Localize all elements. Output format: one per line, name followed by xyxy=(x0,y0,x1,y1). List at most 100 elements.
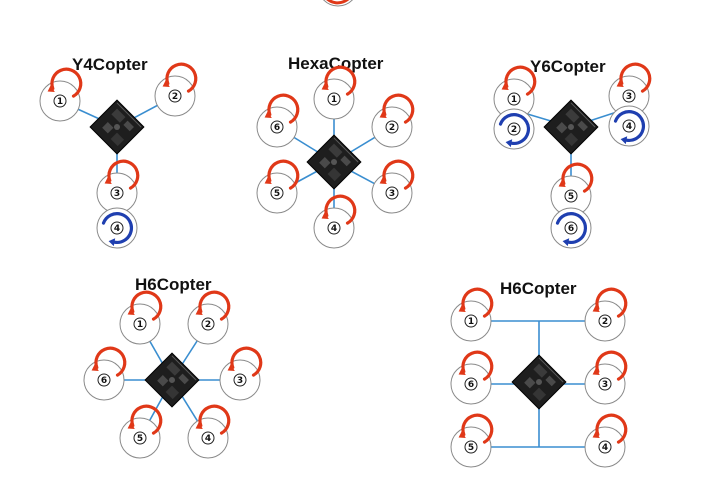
rotor-4: 4 xyxy=(187,404,231,459)
rotor-1-number-badge xyxy=(53,94,67,108)
rotor-6-number: 6 xyxy=(101,376,107,386)
arrowhead-icon xyxy=(91,364,99,371)
cw-rotation-arrow-icon xyxy=(561,162,594,193)
arrowhead-icon xyxy=(592,368,600,375)
rotor-3-number: 3 xyxy=(237,376,243,386)
rotor-5-number-badge xyxy=(133,431,147,445)
title-h6copter-x: H6Copter xyxy=(135,275,212,294)
diagram-h6copter-h: 1 2 3 4 5 6 xyxy=(450,287,628,468)
cw-rotation-arrow-icon xyxy=(230,346,263,377)
arrowhead-icon xyxy=(458,431,466,438)
rotor-4: 4 xyxy=(608,105,650,147)
arrowhead-icon xyxy=(505,139,513,148)
rotor-5-number-badge xyxy=(564,189,578,203)
arrowhead-icon xyxy=(195,422,203,429)
rotor-4: 4 xyxy=(313,194,357,249)
rotor-2: 2 xyxy=(493,108,535,150)
rotor-3-number-badge xyxy=(233,373,247,387)
arrowhead-icon xyxy=(104,177,112,184)
rotor-2-number: 2 xyxy=(172,92,178,102)
y4copter-flight-controller-board xyxy=(89,99,145,155)
rotor-4-number: 4 xyxy=(602,443,608,453)
rotor-3-number: 3 xyxy=(602,380,608,390)
rotor-2-number: 2 xyxy=(511,125,517,135)
arrowhead-icon xyxy=(379,177,387,184)
arrowhead-icon xyxy=(195,308,203,315)
rotor-4-number-badge xyxy=(201,431,215,445)
title-hexacopter: HexaCopter xyxy=(288,54,384,73)
rotor-1-number: 1 xyxy=(57,97,63,107)
cw-rotation-arrow-icon xyxy=(382,159,415,190)
rotor-3-number: 3 xyxy=(114,189,120,199)
rotor-1-number-badge xyxy=(133,317,147,331)
rotor-5-number: 5 xyxy=(568,192,574,202)
rotor-3: 3 xyxy=(96,159,140,214)
cw-rotation-arrow-icon xyxy=(198,290,231,321)
rotor-3: 3 xyxy=(608,62,652,117)
rotor-6: 6 xyxy=(450,350,494,405)
rotor-3-number-badge xyxy=(385,186,399,200)
cw-rotation-arrow-icon xyxy=(324,65,357,96)
cw-rotation-arrow-icon xyxy=(504,65,537,96)
ccw-rotation-arrow-icon xyxy=(613,110,646,143)
cw-rotation-arrow-icon xyxy=(382,93,415,124)
rotor-1-number-badge xyxy=(327,92,341,106)
rotor-4-number: 4 xyxy=(626,122,632,132)
rotor-6-number: 6 xyxy=(468,380,474,390)
arrowhead-icon xyxy=(620,136,628,145)
arrowhead-icon xyxy=(458,305,466,312)
rotor-5-number: 5 xyxy=(468,443,474,453)
rotor-5: 5 xyxy=(450,413,494,468)
rotor-1-number: 1 xyxy=(468,317,474,327)
rotor-2-number-badge xyxy=(598,314,612,328)
cw-rotation-arrow-icon xyxy=(130,404,163,435)
rotor-1-number-badge xyxy=(464,314,478,328)
rotor-3-number-badge xyxy=(598,377,612,391)
arrowhead-icon xyxy=(227,364,235,371)
rotor-2-number: 2 xyxy=(602,317,608,327)
arrowhead-icon xyxy=(592,305,600,312)
arrowhead-icon xyxy=(162,80,170,87)
cw-rotation-arrow-icon xyxy=(50,67,83,98)
arrowhead-icon xyxy=(108,238,116,247)
title-y4copter: Y4Copter xyxy=(72,55,148,74)
rotor-5: 5 xyxy=(119,404,163,459)
rotor-4: 4 xyxy=(584,413,628,468)
ccw-rotation-arrow-icon xyxy=(498,113,531,146)
rotor-2-number-badge xyxy=(385,120,399,134)
arrowhead-icon xyxy=(321,212,329,219)
arrowhead-icon xyxy=(264,111,272,118)
cw-rotation-arrow-icon xyxy=(107,159,140,190)
rotor-3: 3 xyxy=(584,350,628,405)
arrowhead-icon xyxy=(501,83,509,90)
rotor-1: 1 xyxy=(119,290,163,345)
rotor-2: 2 xyxy=(584,287,628,342)
rotor-3-number: 3 xyxy=(389,189,395,199)
rotor-4: 4 xyxy=(96,207,138,249)
rotor-2: 2 xyxy=(187,290,231,345)
arrowhead-icon xyxy=(47,85,55,92)
rotor-4-number-badge xyxy=(110,221,124,235)
cw-rotation-arrow-icon xyxy=(619,62,652,93)
rotor-4-number-badge xyxy=(327,221,341,235)
h6copter-x-flight-controller-board xyxy=(144,352,200,408)
rotor-2: 2 xyxy=(371,93,415,148)
rotor-6: 6 xyxy=(83,346,127,401)
arrowhead-icon xyxy=(616,80,624,87)
cw-rotation-arrow-icon xyxy=(461,413,494,444)
cw-rotation-arrow-icon xyxy=(595,413,628,444)
diagram-y4copter: 1 2 3 4 xyxy=(39,62,198,249)
rotor-2: 2 xyxy=(154,62,198,117)
arrowhead-icon xyxy=(127,422,135,429)
hexacopter-flight-controller-board xyxy=(306,134,362,190)
rotor-5-number-badge xyxy=(270,186,284,200)
cw-rotation-arrow-icon xyxy=(595,350,628,381)
rotor-6-number-badge xyxy=(464,377,478,391)
title-y6copter: Y6Copter xyxy=(530,57,606,76)
rotor-1: 1 xyxy=(313,65,357,120)
rotor-4-number-badge xyxy=(598,440,612,454)
